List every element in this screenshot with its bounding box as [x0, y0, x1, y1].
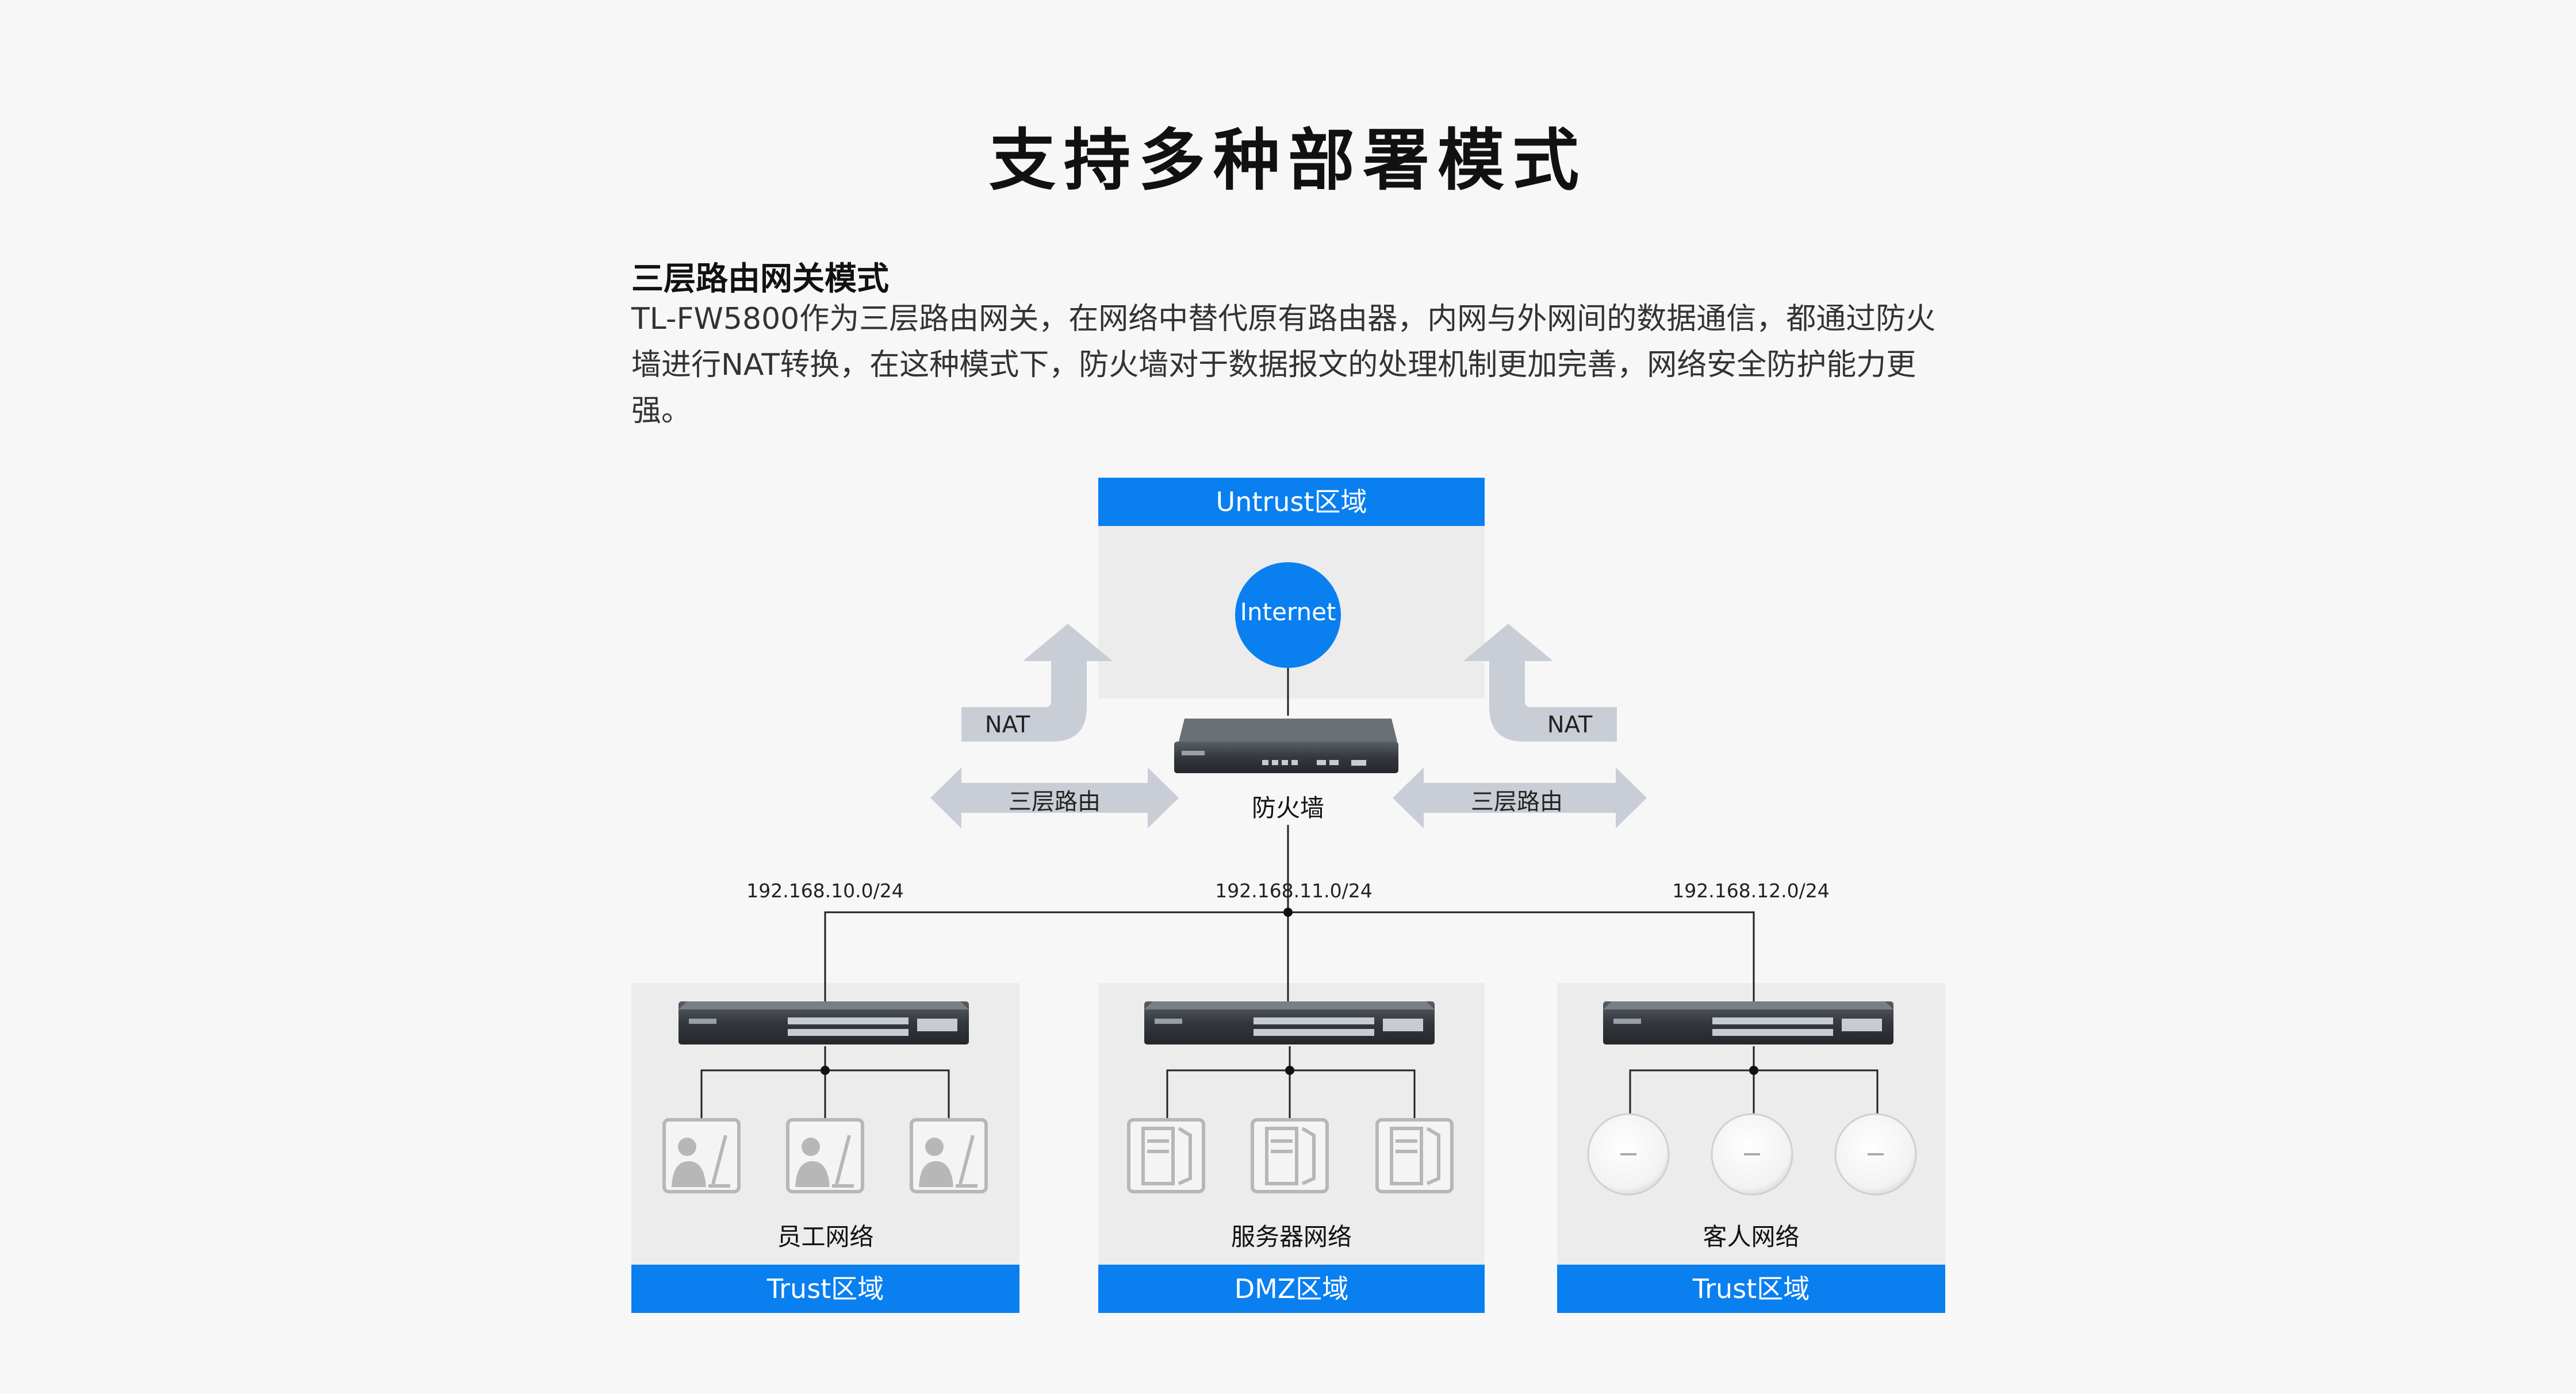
access-point-icon [1711, 1113, 1793, 1196]
routing-right-arrow [1393, 767, 1647, 828]
guest-switch [1603, 1001, 1893, 1044]
routing-left-label: 三层路由 [1009, 789, 1101, 815]
nat-right-label: NAT [1547, 712, 1593, 738]
subnet-staff: 192.168.10.0/24 [746, 880, 904, 902]
subnet-guest: 192.168.12.0/24 [1672, 880, 1830, 902]
staff-zone-label: Trust区域 [631, 1265, 1019, 1313]
access-point-icon [1587, 1113, 1670, 1196]
user-icon [662, 1118, 741, 1193]
server-icon [1251, 1118, 1329, 1193]
routing-right-label: 三层路由 [1471, 789, 1563, 815]
subnet-server: 192.168.11.0/24 [1215, 880, 1373, 902]
nat-right-arrow [1463, 624, 1617, 742]
user-icon [786, 1118, 864, 1193]
internet-node [1235, 562, 1341, 668]
nat-left-arrow [961, 624, 1113, 742]
server-switch [1144, 1001, 1435, 1044]
server-icon [1375, 1118, 1454, 1193]
firewall-device [1174, 719, 1398, 773]
page-title: 支持多种部署模式 [989, 122, 1587, 199]
untrust-zone-label: Untrust区域 [1098, 478, 1485, 526]
mode-description: TL-FW5800作为三层路由网关，在网络中替代原有路由器，内网与外网间的数据通… [631, 302, 1936, 428]
staff-switch [678, 1001, 969, 1044]
internet-label: Internet [1240, 598, 1336, 626]
guest-network-label: 客人网络 [1703, 1223, 1800, 1251]
nat-left-label: NAT [984, 712, 1030, 738]
server-network-label: 服务器网络 [1230, 1223, 1352, 1251]
user-icon [910, 1118, 988, 1193]
guest-zone-label: Trust区域 [1557, 1265, 1945, 1313]
mode-title: 三层路由网关模式 [631, 260, 889, 298]
access-point-icon [1834, 1113, 1917, 1196]
staff-network-label: 员工网络 [777, 1223, 874, 1251]
routing-left-arrow [930, 767, 1179, 828]
firewall-label: 防火墙 [1251, 794, 1324, 822]
server-zone-label: DMZ区域 [1098, 1265, 1485, 1313]
server-icon [1127, 1118, 1205, 1193]
